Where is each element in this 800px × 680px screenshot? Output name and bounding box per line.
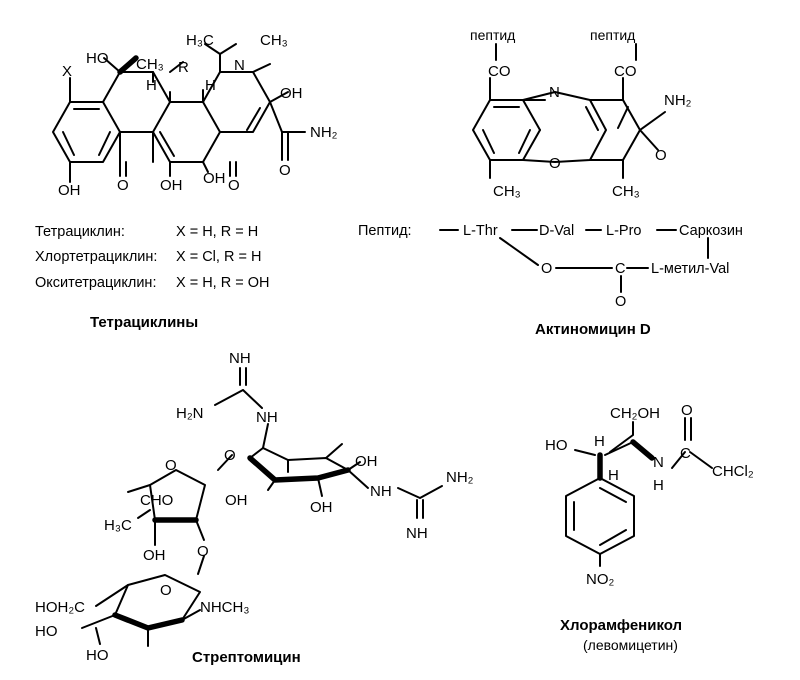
o-label: O <box>655 147 667 164</box>
chloramphenicol-atom-labels: CH₂OH O HO H H N H C CHCl₂ NO₂ <box>545 402 754 588</box>
o-label: O <box>165 457 177 474</box>
actinomycin-structure <box>472 43 666 179</box>
peptide-label: пептид <box>470 27 515 43</box>
c-label: C <box>680 445 691 462</box>
sarcosine-label: Саркозин <box>679 223 743 239</box>
ch3-label: CH₃ <box>493 183 521 200</box>
r-label: R <box>178 59 189 76</box>
ch3-label: CH₃ <box>260 32 288 49</box>
o-label: O <box>279 162 291 179</box>
oh-label: OH <box>203 170 226 187</box>
no2-label: NO₂ <box>586 571 615 588</box>
h2n-label: H₂N <box>176 405 204 422</box>
h3c-label: H₃C <box>186 32 214 49</box>
o-label: O <box>541 261 552 277</box>
peptide-label: пептид <box>590 27 635 43</box>
nh-label: NH <box>406 525 428 542</box>
co-label: CO <box>488 63 511 80</box>
o-label: O <box>549 155 561 172</box>
o-label: O <box>160 582 172 599</box>
nh2-label: NH₂ <box>446 469 474 486</box>
chloramphenicol-subcaption: (левомицетин) <box>583 637 678 653</box>
tetracycline-atom-labels: X HO CH₃ R H H H₃C CH₃ N OH NH₂ OH O OH … <box>58 32 338 199</box>
streptomycin-caption: Стрептомицин <box>192 649 301 666</box>
x-label: X <box>62 63 72 80</box>
variant-substituents: X = Cl, R = H <box>176 249 261 265</box>
c-label: C <box>615 261 625 277</box>
o-label: O <box>117 177 129 194</box>
ch3-label: CH₃ <box>612 183 640 200</box>
nh2-label: NH₂ <box>310 124 338 141</box>
oh-label: OH <box>160 177 183 194</box>
h3c-label: H₃C <box>104 517 132 534</box>
h-label: H <box>653 477 664 494</box>
cho-label: CHO <box>140 492 173 509</box>
peptide-chain-label: Пептид: <box>358 223 412 239</box>
variant-name: Хлортетрациклин: <box>35 249 157 265</box>
o-label: O <box>681 402 693 419</box>
o-label: O <box>224 447 236 464</box>
h-label: H <box>594 433 605 450</box>
oh-label: OH <box>310 499 333 516</box>
n-label: N <box>653 454 664 471</box>
oh-label: OH <box>355 453 378 470</box>
tetracycline-structure <box>52 43 306 183</box>
variant-name: Тетрациклин: <box>35 224 125 240</box>
hoh2c-label: HOH₂C <box>35 599 85 616</box>
nh-label: NH <box>256 409 278 426</box>
ho-label: HO <box>35 623 58 640</box>
ho-label: HO <box>86 647 109 664</box>
chloramphenicol-structure <box>565 417 713 567</box>
tetracyclines-caption: Тетрациклины <box>90 314 198 331</box>
variant-name: Окситетрациклин: <box>35 275 156 291</box>
o-label: O <box>615 294 626 310</box>
variant-substituents: X = H, R = H <box>176 224 258 240</box>
ch2oh-label: CH₂OH <box>610 405 660 422</box>
nh2-label: NH₂ <box>664 92 692 109</box>
actinomycin-peptide-chain: Пептид: L-Thr D-Val L-Pro Саркозин O C L… <box>358 223 743 310</box>
tetracycline-variants-legend: Тетрациклин: X = H, R = H Хлортетрацикли… <box>35 224 269 331</box>
chloramphenicol-caption: Хлорамфеникол <box>560 617 682 634</box>
l-thr-label: L-Thr <box>463 223 498 239</box>
chcl2-label: CHCl₂ <box>712 463 754 480</box>
l-pro-label: L-Pro <box>606 223 641 239</box>
ho-label: HO <box>86 50 109 67</box>
co-label: CO <box>614 63 637 80</box>
d-val-label: D-Val <box>539 223 574 239</box>
oh-label: OH <box>58 182 81 199</box>
h-label: H <box>205 77 216 94</box>
n-label: N <box>234 57 245 74</box>
h-label: H <box>146 77 157 94</box>
nh-label: NH <box>370 483 392 500</box>
actinomycin-caption: Актиномицин D <box>535 321 651 338</box>
nh-label: NH <box>229 350 251 367</box>
o-label: O <box>197 543 209 560</box>
actinomycin-atom-labels: пептид пептид CO CO N NH₂ O O CH₃ CH₃ <box>470 27 692 200</box>
ho-label: HO <box>545 437 568 454</box>
oh-label: OH <box>143 547 166 564</box>
streptomycin-atom-labels: NH H₂N NH O OH OH OH NH NH₂ NH O CHO H₃C… <box>35 350 474 664</box>
h-label: H <box>608 467 619 484</box>
oh-label: OH <box>225 492 248 509</box>
l-methyl-val-label: L-метил-Val <box>651 261 729 277</box>
o-label: O <box>228 177 240 194</box>
streptomycin-structure <box>81 367 443 647</box>
variant-substituents: X = H, R = OH <box>176 275 269 291</box>
oh-label: OH <box>280 85 303 102</box>
nhch3-label: NHCH₃ <box>200 599 249 616</box>
n-label: N <box>549 84 560 101</box>
ch3-label: CH₃ <box>136 56 164 73</box>
